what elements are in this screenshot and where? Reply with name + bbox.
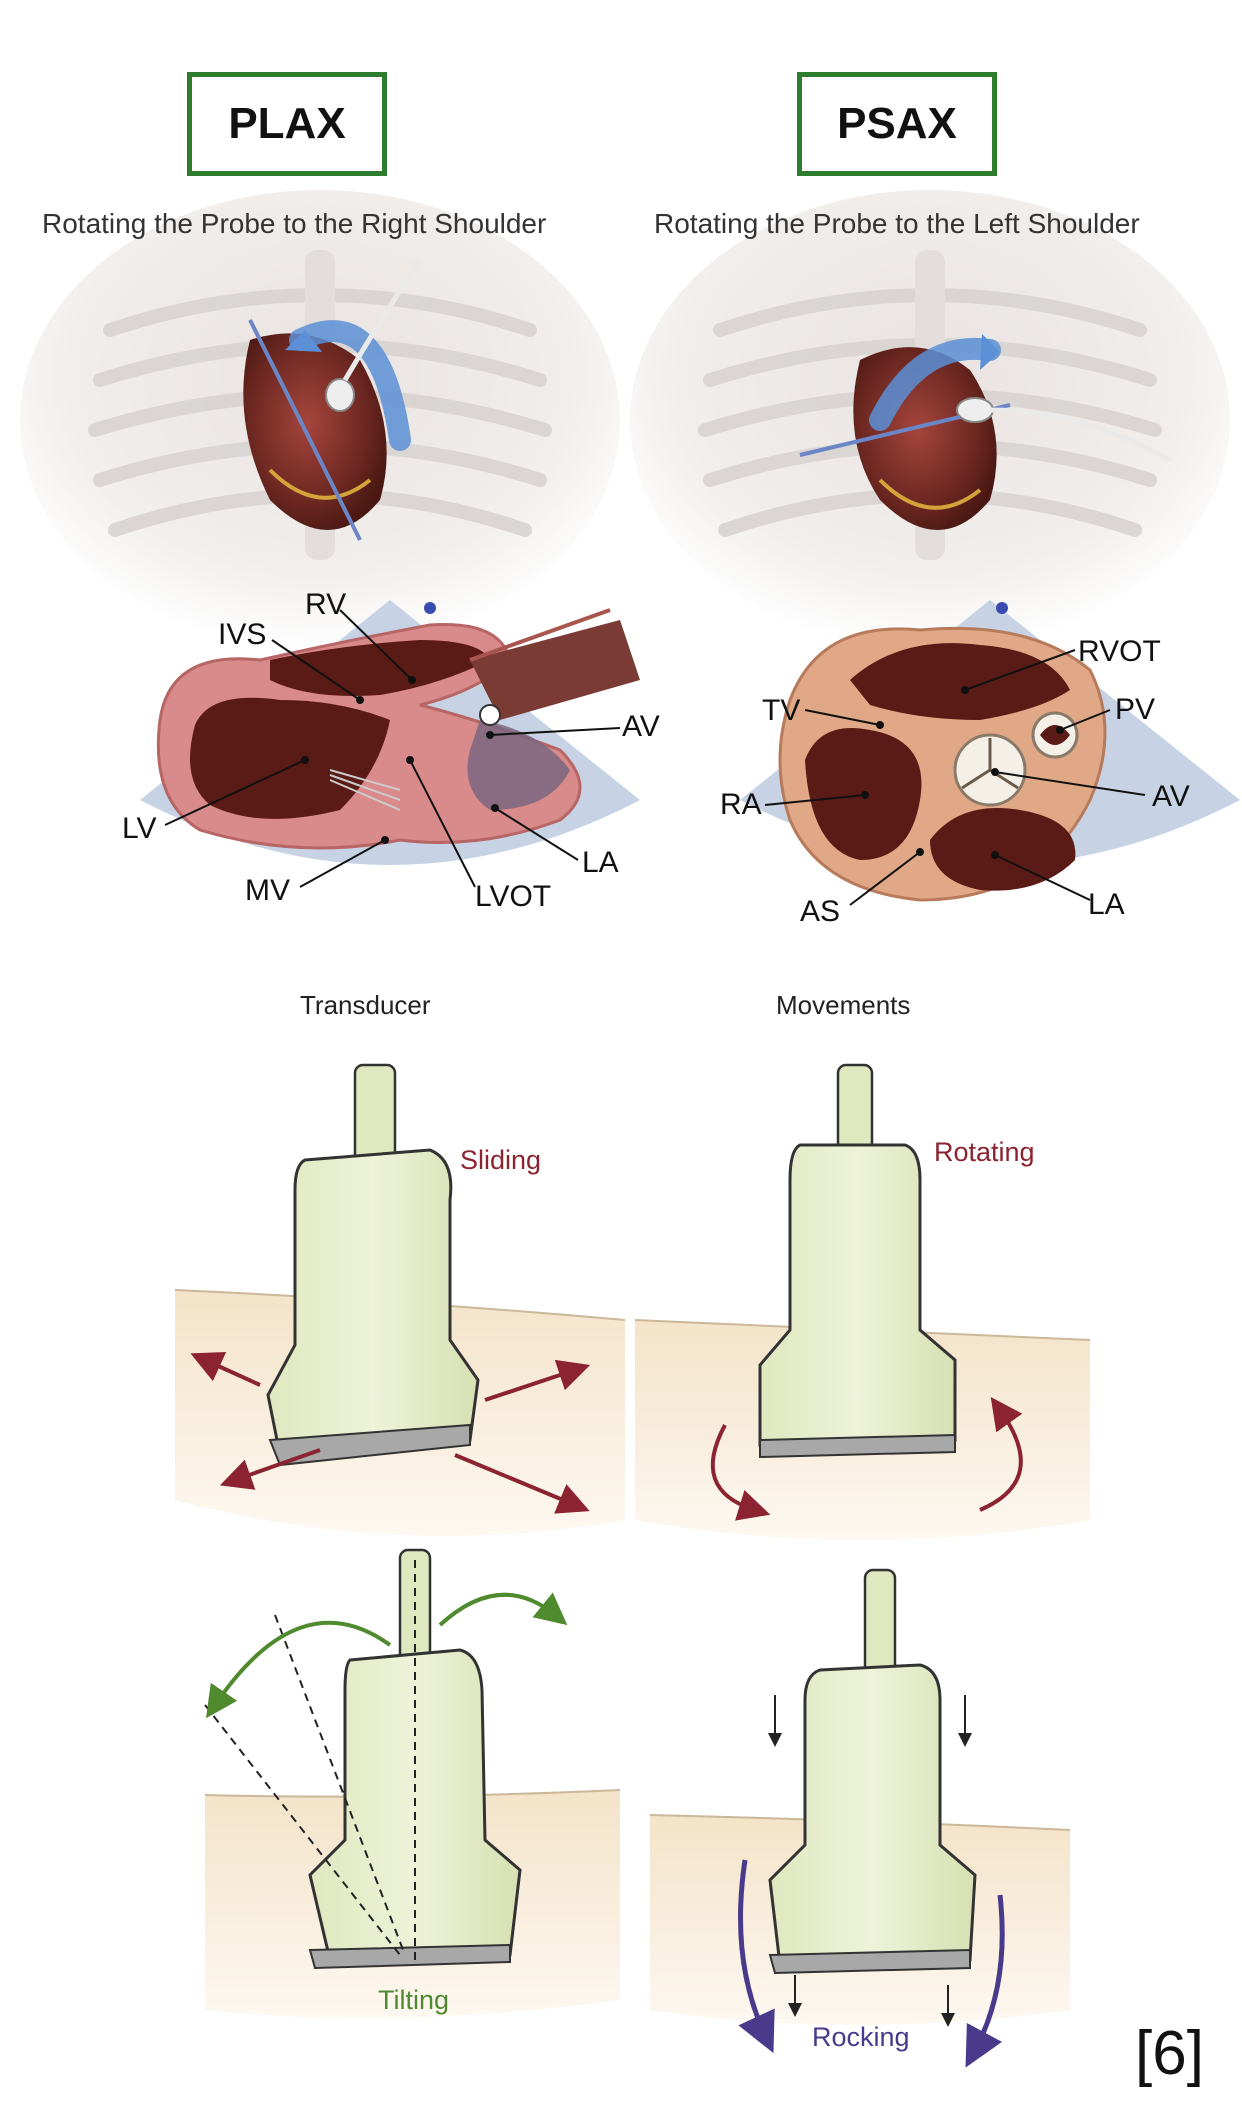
sliding-label: Sliding — [460, 1145, 541, 1176]
plax-label-rv: RV — [305, 588, 346, 622]
rocking-label: Rocking — [812, 2022, 910, 2053]
psax-torso-illustration — [630, 190, 1230, 650]
rocking-diagram — [650, 1570, 1070, 2050]
psax-label-la: LA — [1088, 888, 1125, 922]
plax-label-lv: LV — [122, 812, 156, 846]
plax-echo-section — [140, 600, 640, 865]
citation-reference: [6] — [1135, 2018, 1204, 2089]
plax-probe-icon — [326, 379, 354, 411]
psax-label-rvot: RVOT — [1078, 635, 1161, 669]
tilting-label: Tilting — [378, 1985, 449, 2016]
psax-label-av: AV — [1152, 780, 1190, 814]
tilting-diagram — [205, 1550, 620, 2018]
psax-label-tv: TV — [762, 694, 800, 728]
psax-label-ra: RA — [720, 788, 762, 822]
psax-label-as: AS — [800, 895, 840, 929]
plax-title: PLAX — [228, 99, 345, 149]
psax-echo-section — [740, 600, 1240, 900]
plax-label-lvot: LVOT — [475, 880, 551, 914]
movements-header: Movements — [776, 990, 910, 1021]
plax-subtitle: Rotating the Probe to the Right Shoulder — [42, 208, 546, 240]
plax-label-ivs: IVS — [218, 618, 266, 652]
plax-title-box: PLAX — [187, 72, 387, 176]
psax-title-box: PSAX — [797, 72, 997, 176]
psax-label-pv: PV — [1115, 693, 1155, 727]
rotating-label: Rotating — [934, 1137, 1035, 1168]
psax-probe-icon — [957, 398, 993, 422]
plax-torso-illustration — [20, 190, 620, 650]
psax-subtitle: Rotating the Probe to the Left Shoulder — [654, 208, 1140, 240]
plax-index-dot — [424, 602, 436, 614]
psax-title: PSAX — [837, 99, 957, 149]
sliding-diagram — [175, 1065, 625, 1536]
plax-label-la: LA — [582, 846, 619, 880]
plax-label-mv: MV — [245, 874, 290, 908]
psax-index-dot — [996, 602, 1008, 614]
transducer-header: Transducer — [300, 990, 431, 1021]
plax-label-av: AV — [622, 710, 660, 744]
